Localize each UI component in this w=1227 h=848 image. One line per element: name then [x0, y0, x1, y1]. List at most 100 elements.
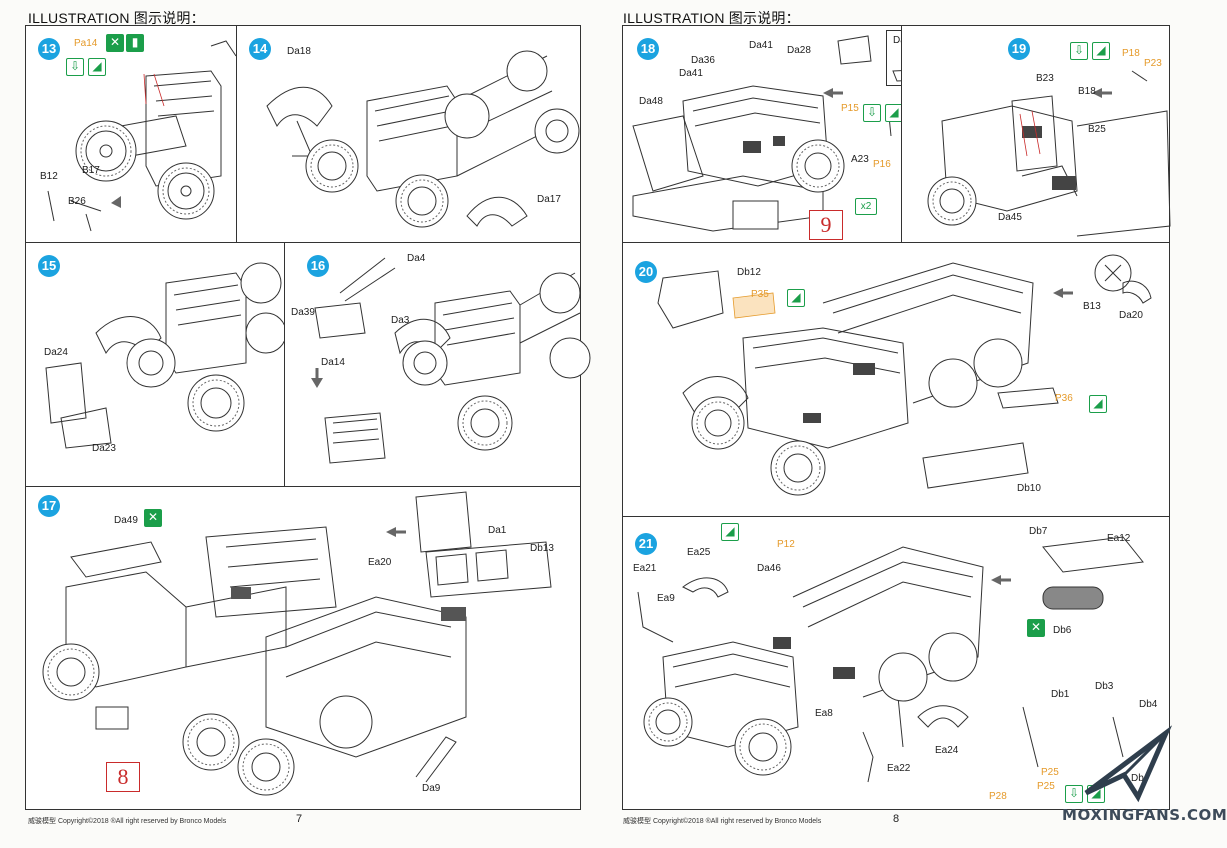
step-18-drawing: [632, 35, 892, 232]
part-label-db10: Db10: [1017, 483, 1041, 494]
step-18-panel: 18 Da41 Da36 Da41 Da28 Da48 P15 ⇩ ◢ A23 …: [622, 25, 903, 243]
part-label-da23: Da23: [92, 443, 116, 454]
part-label-da49: Da49: [114, 515, 138, 526]
part-label-p12: P12: [777, 539, 795, 550]
step-17-drawing: [42, 491, 552, 796]
part-label-p18: P18: [1122, 48, 1140, 59]
cement-tools-icon: ▮: [126, 34, 144, 52]
part-label-ea20: Ea20: [368, 557, 392, 568]
part-label-da41-side: Da41: [679, 68, 703, 79]
part-label-ea8: Ea8: [815, 708, 833, 719]
step-13-panel: 13 Pa14 ✕ ▮ ⇩ ◢ B12 B17 B26: [25, 25, 237, 243]
left-page-number: 7: [296, 813, 303, 825]
part-label-db4: Db4: [1139, 699, 1158, 710]
step-16-panel: 16 Da4 Da39 Da3 Da14: [284, 242, 591, 487]
part-label-ea22: Ea22: [887, 763, 911, 774]
glue-drop-icon: ◢: [787, 289, 805, 307]
part-label-ea21: Ea21: [633, 563, 657, 574]
step-17-panel: 17 Da49 ✕ Da1 Db13 Ea20 Da9 8: [25, 486, 581, 810]
part-label-da1: Da1: [488, 525, 507, 536]
step-13-drawing: [47, 40, 237, 232]
part-label-da4: Da4: [407, 253, 426, 264]
part-label-b25: B25: [1088, 124, 1106, 135]
part-label-p23: P23: [1144, 58, 1162, 69]
part-label-b18: B18: [1078, 86, 1096, 97]
step-14-drawing: [266, 50, 580, 228]
step-18-badge: 18: [637, 38, 659, 60]
part-label-b17: B17: [82, 165, 100, 176]
insert-down-icon: ⇩: [1070, 42, 1088, 60]
step-14-badge: 14: [249, 38, 271, 60]
glue-drop-icon: ◢: [721, 523, 739, 541]
part-label-da48: Da48: [639, 96, 663, 107]
part-label-da17: Da17: [537, 194, 561, 205]
step-19-drawing: [927, 70, 1171, 237]
watermark-text: MOXINGFANS.COM: [1062, 806, 1227, 824]
step-20-drawing: [657, 254, 1152, 496]
step-16-drawing: [311, 257, 591, 464]
part-label-da28: Da28: [787, 45, 811, 56]
part-label-db13: Db13: [530, 543, 554, 554]
step-20-badge: 20: [635, 261, 657, 283]
right-page-number: 8: [893, 813, 900, 825]
part-label-da39: Da39: [291, 307, 315, 318]
right-page-header: ILLUSTRATION 图示说明：: [623, 10, 800, 26]
part-label-da14: Da14: [321, 357, 345, 368]
part-label-b13: B13: [1083, 301, 1101, 312]
cement-tools-icon: ✕: [1027, 619, 1045, 637]
part-label-p36: P36: [1055, 393, 1073, 404]
part-label-p25-b: P25: [1037, 781, 1055, 792]
part-label-da24: Da24: [44, 347, 68, 358]
part-label-p28: P28: [989, 791, 1007, 802]
part-label-ea12: Ea12: [1107, 533, 1131, 544]
part-label-da41-top: Da41: [749, 40, 773, 51]
part-label-p35: P35: [751, 289, 769, 300]
part-label-p16: P16: [873, 159, 891, 170]
glue-drop-icon: ◢: [885, 104, 903, 122]
step-13-badge: 13: [38, 38, 60, 60]
part-label-da9: Da9: [422, 783, 441, 794]
part-label-db7: Db7: [1029, 526, 1048, 537]
part-box-8: 8: [106, 762, 140, 792]
glue-drop-icon: ◢: [1089, 395, 1107, 413]
part-label-db6: Db6: [1053, 625, 1072, 636]
part-label-b23: B23: [1036, 73, 1054, 84]
left-page-header: ILLUSTRATION 图示说明：: [28, 10, 205, 26]
part-label-a23: A23: [851, 154, 869, 165]
part-label-db1: Db1: [1051, 689, 1070, 700]
part-label-ea25: Ea25: [687, 547, 711, 558]
part-label-da3: Da3: [391, 315, 410, 326]
step-21-panel: 21 ◢ P12 Ea25 Ea21 Da46 Ea9 Db7 Ea12 ✕ D…: [622, 516, 1170, 810]
part-label-pa14: Pa14: [74, 38, 98, 49]
step-16-badge: 16: [307, 255, 329, 277]
insert-down-icon: ⇩: [1065, 785, 1083, 803]
step-21-badge: 21: [635, 533, 657, 555]
part-label-p15: P15: [841, 103, 859, 114]
part-label-ea24: Ea24: [935, 745, 959, 756]
step-17-badge: 17: [38, 495, 60, 517]
cement-tools-icon: ✕: [144, 509, 162, 527]
part-label-db-partial: Db: [1131, 773, 1144, 784]
step-15-panel: 15 Da24 Da23: [25, 242, 287, 487]
step-20-panel: 20 Db12 P35 ◢ B13 Da20 P36 ◢ Db10: [622, 242, 1170, 517]
step-19-badge: 19: [1008, 38, 1030, 60]
glue-drop-icon: ◢: [88, 58, 106, 76]
glue-drop-icon: ◢: [1092, 42, 1110, 60]
part-label-da36: Da36: [691, 55, 715, 66]
part-label-b26: B26: [68, 196, 86, 207]
quantity-x2-badge: x2: [855, 198, 877, 215]
part-label-ea9: Ea9: [657, 593, 675, 604]
part-label-da18: Da18: [287, 46, 311, 57]
part-label-da45: Da45: [998, 212, 1022, 223]
part-label-db3: Db3: [1095, 681, 1114, 692]
step-21-drawing: [637, 536, 1144, 783]
step-14-panel: 14 Da18 Da17: [236, 25, 581, 243]
part-label-da46: Da46: [757, 563, 781, 574]
step-19-panel: 19 ⇩ ◢ P18 P23 B23 B18 B25 Da45: [901, 25, 1171, 243]
insert-down-icon: ⇩: [66, 58, 84, 76]
step-15-badge: 15: [38, 255, 60, 277]
moxingfans-logo-icon: [1084, 725, 1173, 803]
left-footer-copyright: 威骏模型 Copyright©2018 ®All right reserved …: [28, 818, 227, 825]
step-15-drawing: [45, 262, 287, 449]
part-label-b12: B12: [40, 171, 58, 182]
